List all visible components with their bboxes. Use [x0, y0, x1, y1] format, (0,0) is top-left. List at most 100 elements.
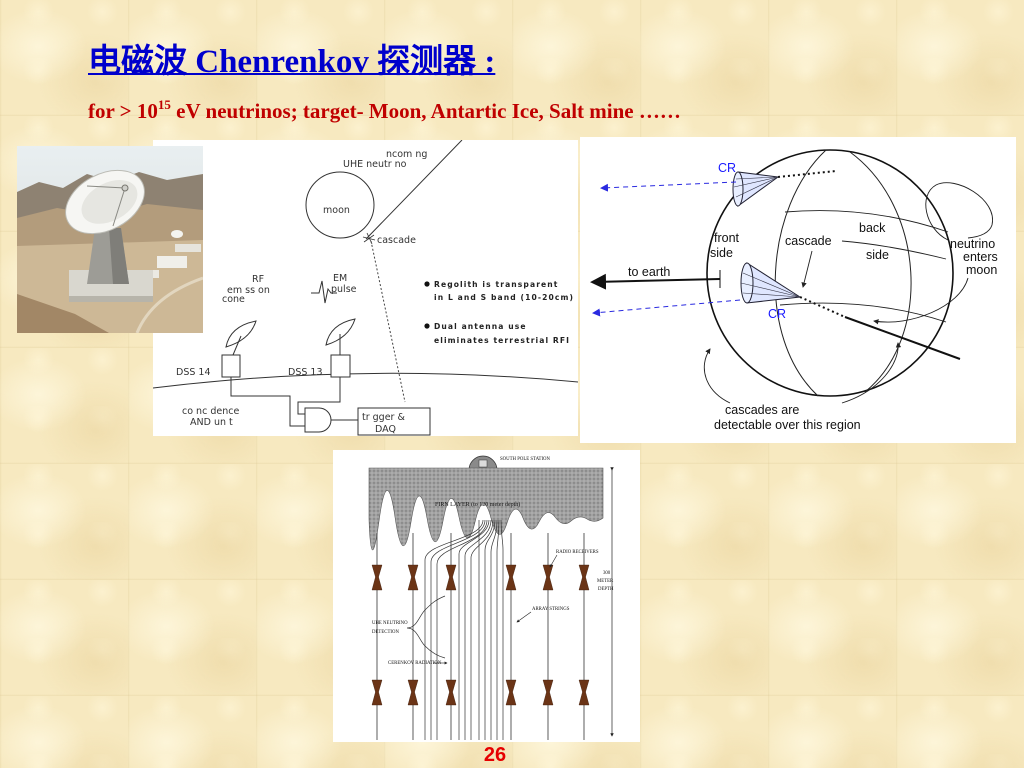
- detectable-region-label-line2: detectable over this region: [714, 418, 861, 432]
- photo-base-shadow: [69, 296, 153, 302]
- to-earth-label: to earth: [628, 265, 670, 279]
- dss13-signal-wire: [297, 377, 341, 415]
- radio-receiver-icon: [371, 679, 383, 706]
- moon-cascade-geometry-diagram: CR front side cascade back side neutrino…: [580, 137, 1016, 443]
- incoming-neutrino-line: [365, 140, 463, 240]
- antarctic-ice-array-svg: SOUTH POLE STATION FIRN LAYER (to 120 me…: [368, 455, 614, 740]
- bullet-1-line1: Regolith is transparent: [434, 280, 559, 289]
- lunar-radio-detection-diagram: ncom ng UHE neutr no moon cascade RF em …: [153, 140, 578, 436]
- photo-road: [135, 276, 203, 333]
- neutrino-label-line1: neutrino: [950, 237, 995, 251]
- back-side-latitude-curve: [784, 210, 949, 233]
- back-side-latitude-curve: [779, 302, 947, 323]
- neutrino-label-line3: moon: [966, 263, 997, 277]
- radio-receiver-icon: [407, 564, 419, 591]
- cr-label-top: CR: [718, 161, 736, 175]
- detection-label-line2: DETECTION: [372, 630, 399, 635]
- rf-label-line3: cone: [222, 294, 245, 305]
- back-side-meridian-curve: [849, 151, 912, 393]
- to-earth-arrow: [590, 273, 721, 290]
- detectable-region-arrow-right: [841, 342, 902, 404]
- photo-subreflector: [121, 184, 129, 192]
- subtitle-text-start: for > 10: [88, 99, 158, 123]
- firn-layer-label: FIRN LAYER (to 120 meter depth): [435, 501, 520, 508]
- bullet-2-line1: Dual antenna use: [434, 322, 527, 331]
- photo-pedestal-shade: [109, 228, 129, 284]
- incoming-label-line2: UHE neutr no: [343, 159, 407, 170]
- cr-label-bottom: CR: [768, 307, 786, 321]
- array-strings: [376, 533, 585, 740]
- back-side-label-line2: side: [866, 248, 889, 262]
- radio-receiver-icon: [505, 679, 517, 706]
- radio-receiver-icon: [505, 564, 517, 591]
- neutrino-enters-leader-arrow: [873, 277, 969, 325]
- cascade-burst-icon: [362, 232, 376, 245]
- slide-title: 电磁波 Chenrenkov 探测器 :: [88, 44, 496, 80]
- antenna-dss13-label: DSS 13: [288, 367, 322, 378]
- photo-feed-strut: [112, 187, 126, 227]
- back-side-latitude-curve: [841, 240, 947, 260]
- bullet-2-line2: eliminates terrestrial RFI: [434, 336, 570, 345]
- subtitle-text-end: eV neutrinos; target- Moon, Antartic Ice…: [170, 99, 681, 123]
- radio-receiver-icon: [445, 679, 457, 706]
- bullet-dot-icon: [424, 281, 430, 287]
- radio-receiver-icon: [578, 679, 590, 706]
- photo-building: [157, 256, 187, 268]
- strings-leader-arrow: [516, 611, 532, 623]
- bullet-1-line2: in L and S band (10-20cm): [434, 293, 574, 302]
- rf-ray-dotted-line: [370, 240, 406, 403]
- antenna-dss13-icon: [325, 318, 356, 378]
- bullet-dot-icon: [424, 323, 430, 329]
- detectable-region-label-line1: cascades are: [725, 403, 799, 417]
- incoming-label-line1: ncom ng: [386, 149, 427, 160]
- detection-brace-curve: [406, 595, 446, 659]
- moon-outline-circle: [706, 149, 954, 397]
- firn-layer: [368, 467, 604, 551]
- earth-horizon-curve: [153, 372, 578, 389]
- front-side-label-line1: front: [714, 231, 740, 245]
- array-strings-label: ARRAY STRINGS: [532, 607, 570, 612]
- radio-receivers: [371, 564, 590, 706]
- radio-receiver-icon: [371, 564, 383, 591]
- moon-circle: [305, 171, 375, 239]
- cherenkov-cone-top-icon: [732, 171, 780, 207]
- neutrino-path-solid: [844, 316, 961, 360]
- photo-feed-strut: [86, 185, 126, 189]
- antenna-dss14-label: DSS 14: [176, 367, 210, 378]
- neutrino-label-line2: enters: [963, 250, 998, 264]
- trigger-label-line1: tr gger &: [362, 412, 405, 423]
- page-number: 26: [483, 744, 507, 766]
- photo-foreground-slope: [17, 294, 109, 333]
- trigger-daq-box: [357, 407, 431, 436]
- cable-bundle: [424, 519, 504, 740]
- em-pulse-waveform-icon: [311, 280, 337, 304]
- moon-cascade-geometry-svg: CR front side cascade back side neutrino…: [590, 149, 998, 432]
- station-label: SOUTH POLE STATION: [500, 457, 551, 462]
- depth-label-line1: 300: [603, 571, 611, 576]
- radio-receiver-icon: [542, 564, 554, 591]
- radio-telescope-photo: [17, 146, 203, 333]
- antenna-dss14-icon: [221, 320, 257, 378]
- photo-building: [175, 244, 201, 252]
- depth-label-line2: METER: [597, 579, 614, 584]
- radio-receiver-icon: [407, 679, 419, 706]
- depth-label-line3: DEPTH: [598, 587, 614, 592]
- em-label-line2: pulse: [331, 284, 357, 295]
- radio-receiver-icon: [445, 564, 457, 591]
- receivers-leader-arrow: [549, 554, 558, 568]
- trigger-label-line2: DAQ: [375, 424, 396, 435]
- radio-receiver-icon: [578, 564, 590, 591]
- detectable-region-arrow-left: [703, 348, 731, 404]
- radio-emission-arrow-top: [600, 181, 737, 192]
- antarctic-ice-array-diagram: SOUTH POLE STATION FIRN LAYER (to 120 me…: [333, 450, 640, 742]
- cascade-leader-arrow: [801, 250, 813, 288]
- and-gate-icon: [304, 407, 332, 433]
- cerenkov-radiation-label: CERENKOV RADIATION: [388, 661, 442, 666]
- dss14-signal-wire: [230, 377, 305, 427]
- cascade-label: cascade: [377, 235, 416, 246]
- coincidence-label-line1: co nc dence: [182, 406, 239, 417]
- neutrino-brace-curve: [925, 182, 993, 241]
- subtitle-exponent: 15: [157, 97, 171, 112]
- photo-small-dish: [171, 230, 183, 238]
